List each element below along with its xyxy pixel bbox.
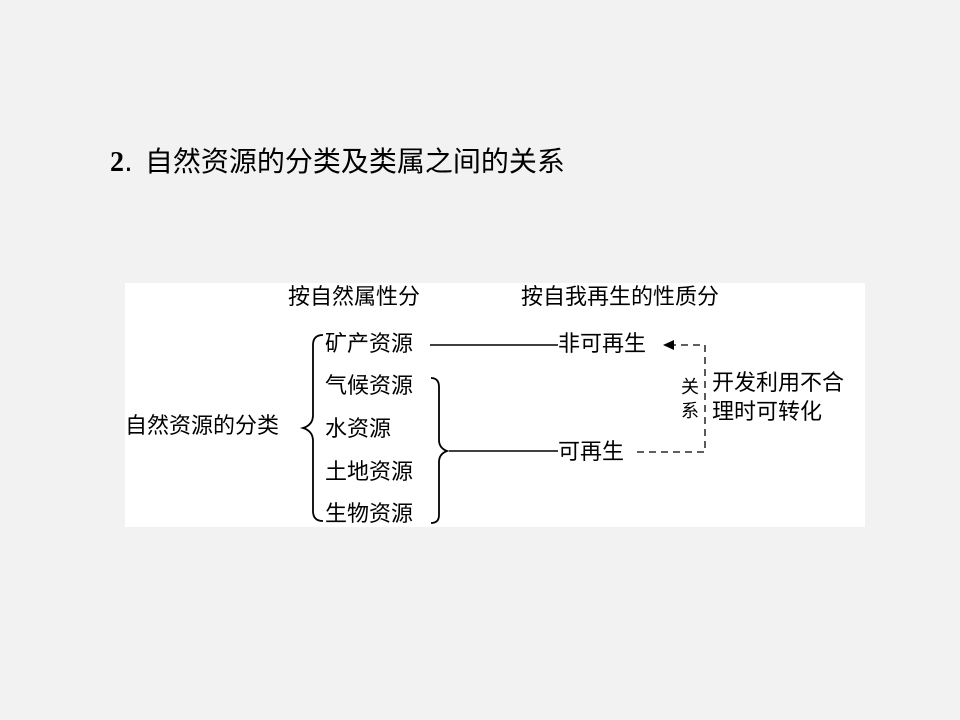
category-biological: 生物资源 (325, 502, 414, 527)
heading-number: 2 (110, 147, 124, 178)
arrow-head (663, 340, 674, 350)
heading-title: 自然资源的分类及类属之间的关系 (144, 145, 565, 178)
dashed-relation (637, 344, 706, 453)
header-natural-attribute: 按自然属性分 (288, 285, 421, 310)
category-mineral: 矿产资源 (325, 332, 414, 357)
relation-note-line-2: 理时可转化 (712, 400, 823, 425)
connector-lines (299, 334, 706, 524)
non-renewable-node: 非可再生 (558, 332, 647, 357)
root-node: 自然资源的分类 (125, 414, 280, 439)
category-land: 土地资源 (325, 460, 414, 485)
relation-label-1: 关 (681, 377, 699, 398)
category-climate: 气候资源 (325, 374, 414, 399)
relation-note-line-1: 开发利用不合 (712, 371, 845, 396)
brace-left (299, 334, 324, 522)
page-title: 2. 自然资源的分类及类属之间的关系 (110, 140, 565, 185)
heading-separator: . (124, 145, 133, 178)
renewable-node: 可再生 (558, 440, 625, 465)
category-water: 水资源 (325, 417, 392, 442)
header-regeneration: 按自我再生的性质分 (521, 285, 720, 310)
relation-label-2: 系 (681, 401, 699, 422)
brace-right (430, 377, 450, 524)
classification-diagram: 按自然属性分 按自我再生的性质分 自然资源的分类 矿产资源 气候资源 水资源 土… (125, 283, 865, 527)
